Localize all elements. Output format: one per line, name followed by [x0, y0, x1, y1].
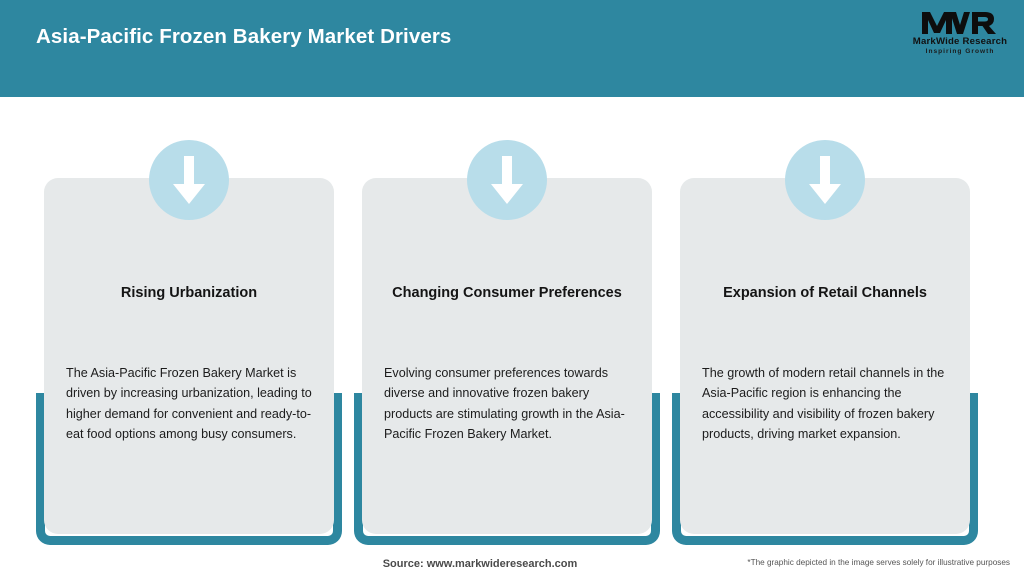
card-body-text: Evolving consumer preferences towards di… [384, 366, 625, 442]
card-body-text: The Asia-Pacific Frozen Bakery Market is… [66, 366, 312, 442]
mwr-monogram-icon [922, 12, 996, 34]
card-panel: Rising Urbanization The Asia-Pacific Fro… [44, 178, 334, 534]
logo-company-name: MarkWide Research [912, 36, 1008, 47]
card-title: Rising Urbanization [120, 285, 258, 301]
card-accent-frame [354, 393, 660, 545]
arrow-down-icon [809, 156, 841, 204]
page-title: Asia-Pacific Frozen Bakery Market Driver… [36, 25, 452, 48]
driver-card-3[interactable]: Expansion of Retail Channels The growth … [672, 140, 978, 550]
arrow-down-icon [491, 156, 523, 204]
card-icon-badge [467, 140, 547, 220]
card-accent-frame [672, 393, 978, 545]
brand-logo: MarkWide Research Inspiring Growth [908, 9, 1012, 61]
card-title: Expansion of Retail Channels [723, 285, 927, 301]
header-band: Asia-Pacific Frozen Bakery Market Driver… [0, 0, 1024, 97]
card-accent-frame [36, 393, 342, 545]
card-icon-badge [785, 140, 865, 220]
card-panel: Changing Consumer Preferences Evolving c… [362, 178, 652, 534]
disclaimer-note: *The graphic depicted in the image serve… [747, 558, 1010, 567]
card-body-text: The growth of modern retail channels in … [702, 366, 945, 442]
arrow-down-icon [173, 156, 205, 204]
source-note: Source: www.markwideresearch.com [382, 558, 578, 570]
logo-tagline: Inspiring Growth [925, 48, 995, 56]
card-title: Changing Consumer Preferences [392, 285, 622, 301]
driver-card-1[interactable]: Rising Urbanization The Asia-Pacific Fro… [36, 140, 342, 550]
card-icon-badge [149, 140, 229, 220]
driver-card-2[interactable]: Changing Consumer Preferences Evolving c… [354, 140, 660, 550]
card-panel: Expansion of Retail Channels The growth … [680, 178, 970, 534]
